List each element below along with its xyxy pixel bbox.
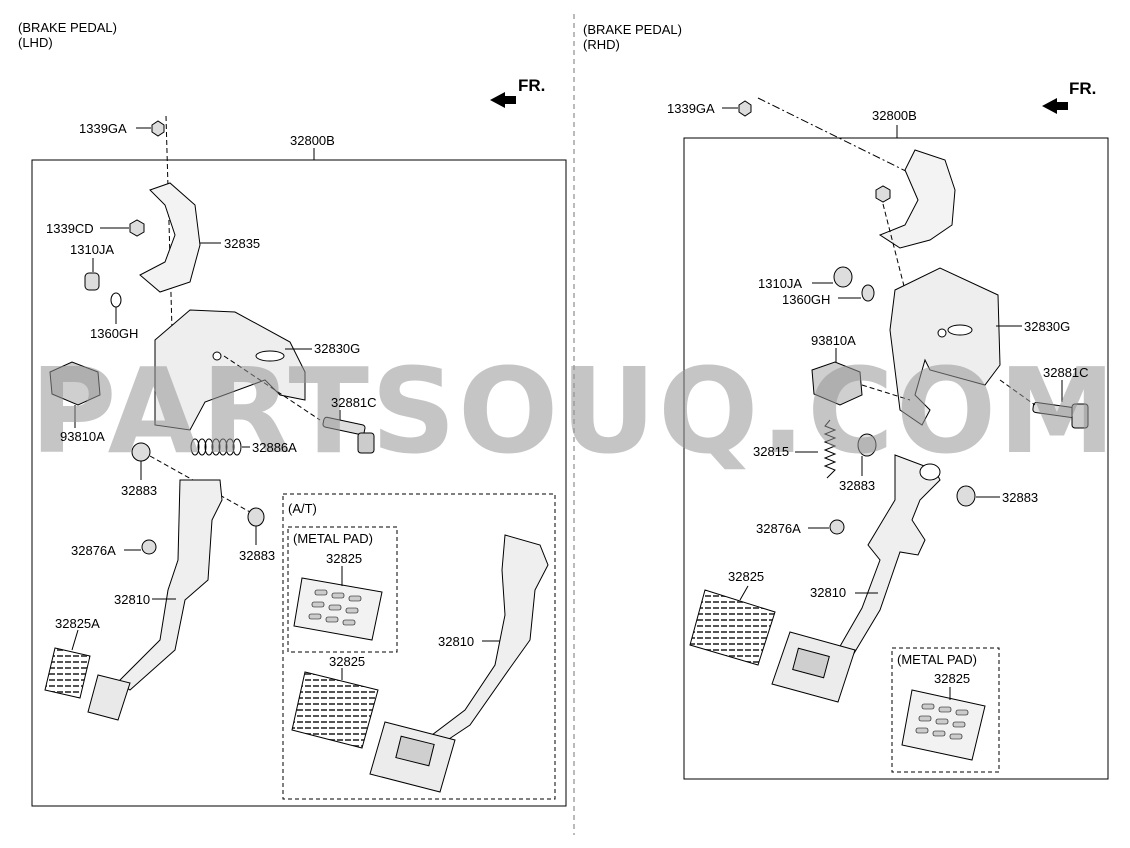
- fr-arrow-left: [490, 92, 516, 108]
- axis-line-left: [165, 115, 173, 331]
- pad-32825-at: [291, 671, 379, 749]
- pad-32825-right: [689, 589, 776, 666]
- label-32800b-right[interactable]: 32800B: [872, 108, 917, 123]
- pad-32825a: [44, 647, 91, 699]
- pedal-boss-right: [919, 463, 941, 481]
- label-1339ga-left[interactable]: 1339GA: [79, 121, 127, 136]
- washer-1360gh-right: [861, 284, 875, 302]
- label-93810a-right[interactable]: 93810A: [811, 333, 856, 348]
- label-32810-right[interactable]: 32810: [810, 585, 847, 600]
- bolt-head-32881c-right: [1071, 403, 1089, 429]
- label-32830g-left[interactable]: 32830G: [314, 341, 361, 356]
- metal-pad-holes-right: [915, 703, 969, 740]
- stopper-32876a-left: [141, 539, 157, 555]
- nut-upper-right: [875, 185, 891, 203]
- bushing-32883b-left: [247, 507, 265, 527]
- label-93810a-left[interactable]: 93810A: [60, 429, 105, 444]
- spacer-1310ja-left: [84, 272, 100, 291]
- title-right-line1: (BRAKE PEDAL): [583, 22, 682, 37]
- label-32830g-right[interactable]: 32830G: [1024, 319, 1071, 334]
- bracket-32830g-right: [889, 267, 1001, 426]
- label-32886a[interactable]: 32886A: [252, 440, 297, 455]
- label-32825-metal-left[interactable]: 32825: [326, 551, 363, 566]
- pedal-arm-32810-left: [117, 479, 223, 691]
- at-box: [282, 493, 556, 800]
- spring-32815: [823, 419, 837, 479]
- label-32881c-left[interactable]: 32881C: [331, 395, 377, 410]
- bushing-32883a-right: [857, 433, 877, 457]
- bolt-32881c-left: [322, 416, 366, 436]
- assembly-box-left: [31, 159, 567, 807]
- pedal-pad-right-plate: [792, 647, 830, 679]
- label-32825-metal-right[interactable]: 32825: [934, 671, 971, 686]
- axis-bolt-right: [999, 379, 1036, 406]
- slot-32830g-right: [947, 324, 973, 336]
- label-32825a[interactable]: 32825A: [55, 616, 100, 631]
- metal-pad-32825-right: [901, 689, 986, 761]
- pedal-pad-at-plate: [395, 735, 435, 767]
- label-32815[interactable]: 32815: [753, 444, 790, 459]
- spacer-1310ja-right: [833, 266, 853, 288]
- fr-label-left: FR.: [518, 76, 546, 95]
- bracket-32830g-left: [154, 309, 306, 431]
- label-at: (A/T): [288, 501, 317, 516]
- label-32883b-right[interactable]: 32883: [1002, 490, 1039, 505]
- nut-1339cd: [129, 219, 145, 237]
- title-left-line1: (BRAKE PEDAL): [18, 20, 117, 35]
- label-1310ja-left[interactable]: 1310JA: [70, 242, 115, 257]
- bracket-upper-right: [878, 149, 956, 249]
- spring-32886a: [190, 438, 242, 456]
- leader-32825a: [71, 629, 79, 651]
- label-32883a-left[interactable]: 32883: [121, 483, 158, 498]
- switch-93810a-left: [49, 361, 101, 406]
- bracket-32835: [139, 182, 201, 293]
- axis-upper-right: [882, 203, 906, 291]
- pedal-arm-32810-right: [834, 454, 941, 661]
- label-32800b-left[interactable]: 32800B: [290, 133, 335, 148]
- stopper-32876a-right: [829, 519, 845, 535]
- label-32876a-right[interactable]: 32876A: [756, 521, 801, 536]
- assembly-box-right: [683, 137, 1109, 780]
- label-1310ja-right[interactable]: 1310JA: [758, 276, 803, 291]
- label-1360gh-left[interactable]: 1360GH: [90, 326, 139, 341]
- label-32825-at[interactable]: 32825: [329, 654, 366, 669]
- axis-switch-right: [861, 384, 911, 401]
- label-32810-at[interactable]: 32810: [438, 634, 475, 649]
- label-metal-pad-right: (METAL PAD): [897, 652, 977, 667]
- axis-bolt-left: [223, 355, 321, 421]
- bolt-head-32881c-left: [357, 432, 375, 454]
- bushing-32883b-right: [956, 485, 976, 507]
- label-32825-right[interactable]: 32825: [728, 569, 765, 584]
- hole-32830g-left: [212, 351, 222, 361]
- watermark: PARTSOUQ.COM: [30, 342, 1118, 480]
- washer-1360gh-left: [110, 292, 122, 308]
- label-metal-pad-left: (METAL PAD): [293, 531, 373, 546]
- leader-32825-right: [739, 585, 749, 601]
- label-1339cd[interactable]: 1339CD: [46, 221, 94, 236]
- label-1339ga-right[interactable]: 1339GA: [667, 101, 715, 116]
- metal-pad-holes-left: [308, 589, 362, 626]
- label-32810-left[interactable]: 32810: [114, 592, 151, 607]
- slot-32830g-left: [255, 350, 285, 362]
- title-left-line2: (LHD): [18, 35, 53, 50]
- fr-label-right: FR.: [1069, 79, 1097, 98]
- hole-32830g-right: [937, 328, 947, 338]
- switch-93810a-right: [811, 361, 863, 406]
- nut-1339ga-right: [738, 100, 752, 117]
- label-32883b-left[interactable]: 32883: [239, 548, 276, 563]
- label-32881c-right[interactable]: 32881C: [1043, 365, 1089, 380]
- pedal-arm-32810-at: [431, 534, 549, 746]
- label-32876a-left[interactable]: 32876A: [71, 543, 116, 558]
- fr-arrow-right: [1042, 98, 1068, 114]
- label-32835[interactable]: 32835: [224, 236, 261, 251]
- metal-pad-box-left: [287, 526, 398, 653]
- nut-1339ga-left: [151, 120, 165, 137]
- metal-pad-box-right: [891, 647, 1000, 773]
- pedal-pad-left: [87, 674, 131, 721]
- label-32883a-right[interactable]: 32883: [839, 478, 876, 493]
- label-1360gh-right[interactable]: 1360GH: [782, 292, 831, 307]
- title-right-line2: (RHD): [583, 37, 620, 52]
